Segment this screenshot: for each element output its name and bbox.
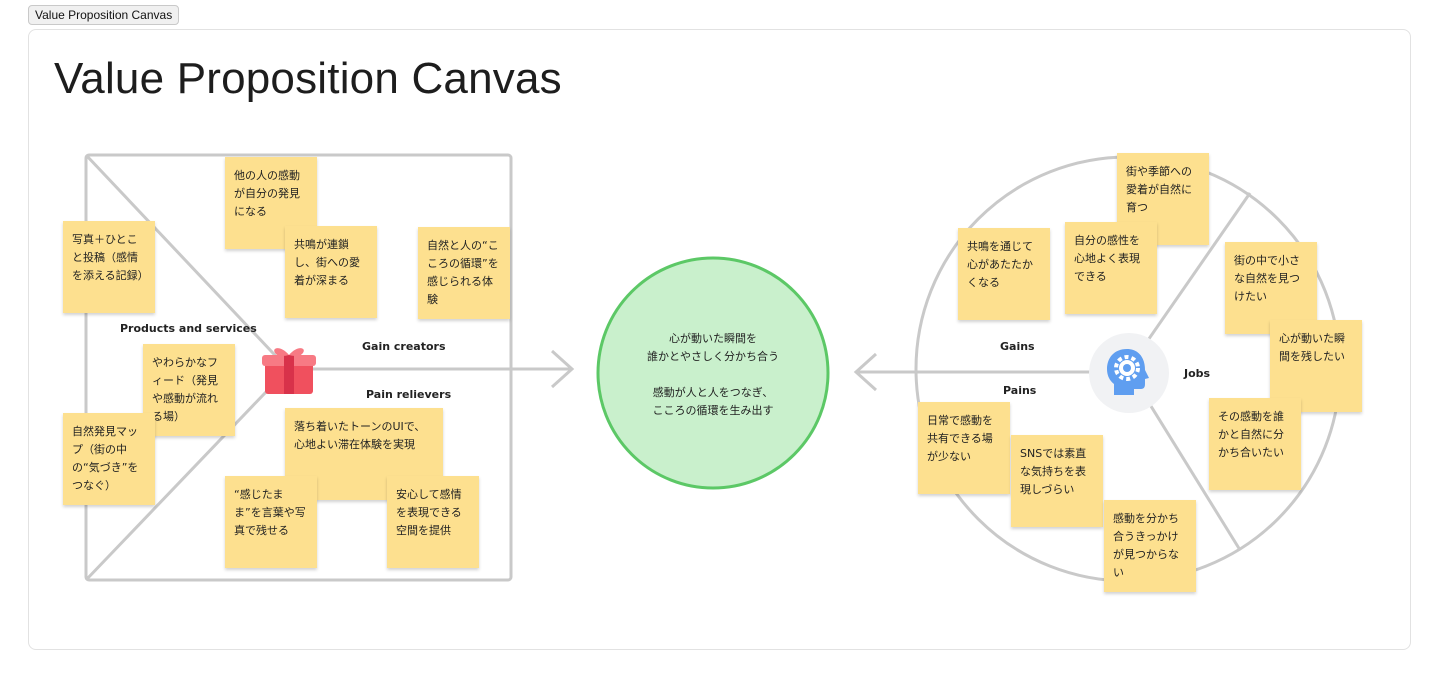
sticky-note[interactable]: 街の中で小さな自然を見つけたい [1225, 242, 1317, 334]
value-map-diagonal-top [84, 153, 290, 371]
sticky-note[interactable]: SNSでは素直な気持ちを表現しづらい [1011, 435, 1103, 527]
sticky-note[interactable]: その感動を誰かと自然に分かち合いたい [1209, 398, 1301, 490]
products-label: Products and services [120, 322, 257, 335]
sticky-note[interactable]: 自然発見マップ（街の中の“気づき”をつなぐ） [63, 413, 155, 505]
sticky-note[interactable]: 感動を分かち合うきっかけが見つからない [1104, 500, 1196, 592]
head-gear-icon [1107, 349, 1149, 395]
value-proposition-text: 心が動いた瞬間を誰かとやさしく分かち合う感動が人と人をつなぎ、こころの循環を生み… [598, 330, 828, 420]
vp-line-2: 誰かとやさしく分かち合う [647, 350, 779, 363]
pains-label: Pains [1003, 384, 1037, 397]
sticky-note[interactable]: 心が動いた瞬間を残したい [1270, 320, 1362, 412]
sticky-note[interactable]: 写真＋ひとこと投稿（感情を添える記録） [63, 221, 155, 313]
value-map-diagonal-bottom [84, 367, 290, 582]
sticky-note[interactable]: 安心して感情を表現できる空間を提供 [387, 476, 479, 568]
page-title: Value Proposition Canvas [54, 54, 562, 103]
left-arrow-head [853, 352, 878, 392]
jobs-label: Jobs [1184, 367, 1211, 380]
gain-creators-label: Gain creators [362, 340, 446, 353]
vp-line-4: こころの循環を生み出す [652, 404, 774, 417]
sticky-note[interactable]: 共鳴が連鎖し、街への愛着が深まる [285, 226, 377, 318]
gift-icon [262, 348, 316, 394]
sticky-note[interactable]: 自然と人の“こころの循環”を感じられる体験 [418, 227, 510, 319]
right-arrow-head [550, 349, 575, 389]
vp-line-1: 心が動いた瞬間を [669, 332, 757, 345]
gains-label: Gains [1000, 340, 1035, 353]
canvas-tab[interactable]: Value Proposition Canvas [28, 5, 180, 25]
sticky-note[interactable]: 自分の感性を心地よく表現できる [1065, 222, 1157, 314]
pain-relievers-label: Pain relievers [366, 388, 452, 401]
sticky-note[interactable]: “感じたまま”を言葉や写真で残せる [225, 476, 317, 568]
sticky-note[interactable]: 日常で感動を共有できる場が少ない [918, 402, 1010, 494]
sticky-note[interactable]: 共鳴を通じて心があたたかくなる [958, 228, 1050, 320]
vp-line-3: 感動が人と人をつなぎ、 [652, 386, 774, 399]
sticky-note[interactable]: やわらかなフィード（発見や感動が流れる場） [143, 344, 235, 436]
value-proposition-circle [596, 256, 830, 490]
